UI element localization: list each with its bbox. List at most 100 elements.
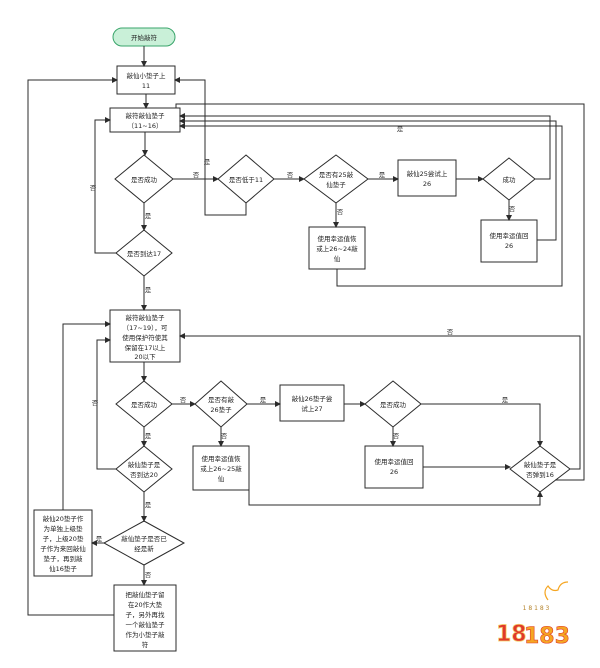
label-done-yes: 是 — [96, 535, 103, 543]
forge-17-19-line5: 20以下 — [134, 353, 156, 361]
decision-below11-label: 是否低于11 — [229, 175, 263, 184]
label-has26-no: 否 — [221, 432, 228, 440]
forge-11-16-box: 敲符敲仙垫子 （11~16） — [109, 107, 181, 133]
decision-done-check: 敲仙垫子是否已 经是新 — [102, 520, 186, 566]
decision-ok3-label: 是否成功 — [131, 400, 158, 409]
start-node: 开始敲符 — [112, 27, 176, 47]
label-reach17-no: 否 — [90, 184, 97, 192]
decision-has25: 是否有25敲 仙垫子 — [303, 154, 369, 204]
logo-small-text: 1 8 1 8 3 — [523, 605, 550, 612]
decision-reach16-line2: 否弹到16 — [526, 470, 554, 479]
label-ok2-yes: 是 — [397, 125, 404, 133]
left-box-line6: 仙16垫子 — [49, 564, 77, 573]
forge-17-19-line1: 敲符敲仙垫子 — [126, 313, 166, 322]
decision-ok3: 是否成功 — [115, 380, 173, 428]
decision-done-check-line2: 经是新 — [134, 544, 154, 553]
upgrade-small-line2: 11 — [142, 82, 150, 90]
label-ok2-no: 否 — [509, 205, 516, 213]
try27-line2: 试上27 — [301, 404, 322, 413]
use-value-26b-line1: 使用幸运值回 — [375, 457, 414, 466]
decision-ok4-label: 是否成功 — [380, 400, 407, 409]
label-reach20-yes: 是 — [145, 501, 152, 509]
decision-has25-line2: 仙垫子 — [326, 180, 346, 189]
use-value-26-box: 使用幸运值回 26 — [480, 219, 538, 263]
left-box-line4: 子作为来回敲仙 — [40, 544, 86, 553]
try26-box: 敲仙25尝试上 26 — [397, 159, 457, 197]
start-label: 开始敲符 — [131, 33, 158, 42]
use-rollback-2-line3: 仙 — [218, 474, 225, 483]
decision-reach20-line1: 敲仙垫子是 — [128, 460, 161, 469]
decision-reach20: 敲仙垫子是 否到达20 — [115, 445, 173, 493]
edge-below11-upgrade — [174, 77, 247, 216]
decision-has25-line1: 是否有25敲 — [319, 170, 354, 179]
edge-reach16-forge1116 — [175, 103, 585, 481]
decision-has26-line2: 26垫子 — [210, 405, 232, 414]
edge-labels: 否 是 否 是 否 是 否 否 是 是 否 是 否 是 否 否 否 是 是 是 … — [90, 125, 516, 579]
edge-usevalue-forge — [179, 118, 557, 241]
bottom-box-line1: 把敲仙垫子留 — [126, 590, 165, 599]
decision-ok2: 成功 — [482, 157, 536, 201]
left-box-line5: 垫子，再到敲 — [44, 554, 84, 563]
label-ok3-yes: 是 — [145, 432, 152, 440]
try26-line1: 敲仙25尝试上 — [407, 169, 448, 178]
label-reach20-no: 否 — [92, 399, 99, 407]
try27-line1: 敲仙26垫子尝 — [292, 394, 333, 403]
edge-ok4-reach16 — [421, 403, 543, 447]
use-value-26b-line2: 26 — [390, 468, 398, 476]
use-rollback-1-line2: 或上26~24敲 — [316, 244, 358, 253]
edge-reach17-forge — [94, 117, 116, 254]
edge-reach20-forge1719 — [96, 337, 116, 470]
logo-flame-icon — [544, 581, 569, 601]
label-done-no: 否 — [145, 571, 152, 579]
forge-17-19-line3: 使用保护符使其 — [122, 333, 168, 342]
edge-rollback-forge — [179, 123, 563, 287]
decision-reach17-label: 是否到达17 — [127, 249, 161, 258]
try27-box: 敲仙26垫子尝 试上27 — [279, 384, 345, 422]
upgrade-small-box: 敲仙小垫子上 11 — [116, 65, 176, 95]
label-ok4-no: 否 — [393, 432, 400, 440]
decision-reach20-line2: 否到达20 — [130, 470, 158, 479]
label-reach16-no: 否 — [447, 328, 454, 336]
decision-has26: 是否有敲 26垫子 — [194, 380, 248, 428]
forge-17-19-box: 敲符敲仙垫子 （17~19），可 使用保护符使其 保留在17以上 20以下 — [109, 309, 181, 363]
bottom-box-line4: 一个敲仙垫子 — [126, 620, 166, 629]
forge-17-19-line2: （17~19），可 — [123, 324, 168, 332]
left-box-line3: 子，上级20垫 — [43, 534, 84, 543]
left-box-line2: 为单独上级垫 — [44, 524, 84, 533]
decision-ok4: 是否成功 — [364, 380, 422, 428]
decision-has26-line1: 是否有敲 — [208, 395, 235, 404]
decision-ok2-label: 成功 — [503, 175, 517, 184]
label-ok3-no: 否 — [180, 396, 187, 404]
forge-11-16-line1: 敲符敲仙垫子 — [126, 111, 166, 120]
label-ok1-no: 否 — [193, 171, 200, 179]
label-has25-yes: 是 — [379, 171, 386, 179]
forge-17-19-line4: 保留在17以上 — [125, 343, 166, 352]
decision-reach16-line1: 敲仙垫子是 — [524, 460, 557, 469]
label-has25-no: 否 — [337, 208, 344, 216]
label-reach17-yes: 是 — [145, 286, 152, 294]
use-rollback-1-line1: 使用幸运值恢 — [318, 234, 358, 243]
connectors — [27, 46, 585, 616]
left-box-line1: 敲仙20垫子作 — [43, 514, 84, 523]
use-rollback-1-box: 使用幸运值恢 或上26~24敲 仙 — [308, 226, 366, 270]
use-rollback-2-line1: 使用幸运值恢 — [202, 454, 242, 463]
use-rollback-2-box: 使用幸运值恢 或上26~25敲 仙 — [192, 445, 250, 491]
use-value-26-line1: 使用幸运值回 — [490, 231, 529, 240]
label-below11-no: 否 — [287, 171, 294, 179]
use-rollback-2-line2: 或上26~25敲 — [200, 464, 242, 473]
decision-below11: 是否低于11 — [217, 154, 275, 204]
left-box: 敲仙20垫子作 为单独上级垫 子，上级20垫 子作为来回敲仙 垫子，再到敲 仙1… — [33, 509, 93, 577]
decision-done-check-line1: 敲仙垫子是否已 — [121, 534, 167, 543]
logo-text-a: 18 — [496, 622, 527, 647]
bottom-box-line5: 作为小垫子敲 — [126, 630, 166, 639]
logo-text-b: 183 — [524, 624, 570, 649]
decision-ok1-label: 是否成功 — [131, 175, 158, 184]
label-below11-yes: 是 — [204, 158, 211, 166]
edge-reach16-forge1719 — [179, 333, 581, 470]
watermark-logo: 18 183 1 8 1 8 3 — [496, 581, 570, 649]
decision-reach16: 敲仙垫子是 否弹到16 — [509, 445, 571, 493]
edge-bottombox-upgrade — [27, 77, 118, 616]
forge-11-16-line2: （11~16） — [128, 122, 163, 130]
use-value-26b-box: 使用幸运值回 26 — [364, 445, 424, 489]
